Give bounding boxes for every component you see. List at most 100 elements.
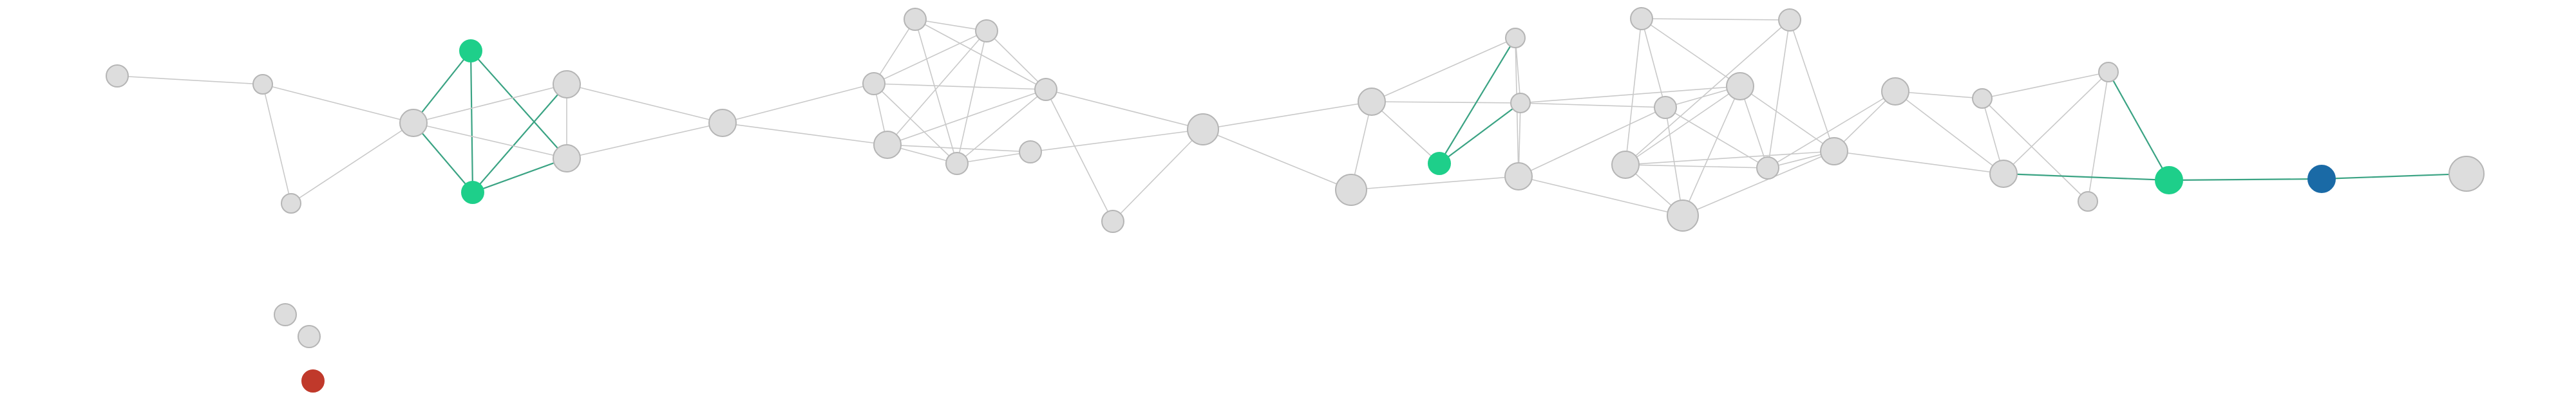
graph-node-n26[interactable] [1654,96,1677,119]
edge-n32-n28 [1682,151,1835,216]
edge-n4-n8 [413,122,567,159]
graph-node-n18[interactable] [1187,113,1219,145]
graph-node-n14[interactable] [945,152,969,175]
edge-n4-n6 [413,122,473,193]
graph-node-n22[interactable] [1505,28,1526,48]
edge-n10-n14 [873,83,958,164]
edge-n35-n37 [2087,71,2109,202]
edge-n22-n19 [1371,37,1516,102]
edge-n12-n13 [887,30,987,145]
edge-n4-n5 [413,50,471,124]
edge-n22-n23 [1515,37,1521,104]
graph-node-n23[interactable] [1510,93,1531,113]
graph-node-n28[interactable] [1667,200,1699,232]
graph-node-n12[interactable] [975,19,998,42]
edge-n34-n35 [1982,71,2109,99]
graph-node-n16[interactable] [1019,140,1042,163]
edge-n25-n29 [1641,18,1790,21]
edge-n30-n31 [1625,164,1768,169]
edge-n2-n4 [262,84,414,124]
edge-n20-n24 [1350,176,1519,190]
edge-n32-n36 [1833,151,2004,174]
graph-node-n40[interactable] [2448,156,2485,192]
edge-n6-n7 [472,84,567,193]
edge-n10-n11 [873,19,916,84]
graph-node-n32[interactable] [1820,137,1848,165]
graph-node-n27[interactable] [1726,72,1754,100]
edge-n15-n17 [1045,89,1113,222]
graph-node-n3[interactable] [281,193,301,214]
edge-layer [117,18,2467,222]
graph-node-n19[interactable] [1358,88,1386,116]
edge-n33-n36 [1895,91,2004,174]
edge-n23-n26 [1520,102,1666,108]
edge-n8-n9 [566,122,723,159]
edge-n35-n38 [2108,71,2170,181]
edge-n29-n32 [1789,19,1835,152]
graph-node-n25[interactable] [1630,7,1653,30]
graph-node-n1[interactable] [106,64,129,88]
edge-n23-n27 [1520,86,1741,104]
edge-n33-n34 [1895,91,1983,99]
graph-node-n38[interactable] [2155,166,2183,194]
edge-n11-n12 [914,19,987,32]
edge-n3-n4 [290,122,414,204]
graph-node-n34[interactable] [1972,88,1993,109]
edge-n27-n32 [1739,86,1835,152]
edge-n27-n28 [1682,86,1741,216]
graph-node-n7[interactable] [553,70,581,98]
edge-n18-n20 [1202,129,1352,190]
graph-node-n41[interactable] [274,303,297,326]
graph-node-n5[interactable] [459,39,482,62]
graph-node-n2[interactable] [252,74,273,95]
edge-n18-n19 [1202,101,1372,130]
graph-node-n35[interactable] [2098,62,2119,82]
edge-n11-n14 [914,19,958,164]
graph-node-n17[interactable] [1101,210,1124,233]
graph-node-n31[interactable] [1756,156,1779,180]
graph-node-n39[interactable] [2307,165,2336,193]
edge-n39-n40 [2321,172,2467,180]
edge-n34-n37 [1982,98,2088,202]
graph-node-n36[interactable] [1989,160,2018,188]
graph-node-n11[interactable] [904,8,927,31]
graph-node-n8[interactable] [553,144,581,172]
graph-node-n30[interactable] [1611,151,1640,179]
node-layer [106,7,2485,393]
edge-n38-n39 [2168,178,2322,181]
edge-n29-n31 [1767,19,1790,169]
graph-node-n13[interactable] [873,131,902,159]
edge-n36-n38 [2003,172,2170,181]
graph-node-n15[interactable] [1034,78,1057,101]
edge-n9-n10 [722,83,875,124]
graph-node-n6[interactable] [461,181,484,204]
graph-node-n33[interactable] [1881,77,1909,106]
edge-n32-n33 [1833,91,1896,152]
graph-node-n29[interactable] [1778,8,1801,32]
edge-n29-n30 [1625,19,1790,165]
graph-node-n20[interactable] [1335,174,1367,206]
edge-n25-n27 [1641,18,1741,87]
edge-n13-n15 [887,89,1046,145]
graph-node-n9[interactable] [708,109,737,137]
graph-node-n10[interactable] [862,72,886,95]
edge-n13-n16 [887,144,1031,153]
edge-n6-n8 [472,157,567,194]
graph-node-n24[interactable] [1504,162,1533,190]
edge-n25-n30 [1625,18,1642,165]
edge-n1-n2 [117,75,263,85]
graph-node-n21[interactable] [1428,152,1451,175]
edge-n5-n6 [469,50,474,193]
edge-n17-n18 [1112,129,1204,222]
graph-node-n43[interactable] [301,369,325,393]
edge-n16-n18 [1030,129,1204,153]
graph-node-n42[interactable] [298,325,321,348]
graph-node-n4[interactable] [399,109,428,137]
edge-n14-n16 [956,151,1031,164]
edge-n14-n15 [956,89,1046,164]
edge-n12-n14 [956,30,987,164]
edge-n7-n9 [566,84,723,124]
edge-n24-n26 [1518,107,1666,177]
graph-node-n37[interactable] [2078,191,2098,212]
